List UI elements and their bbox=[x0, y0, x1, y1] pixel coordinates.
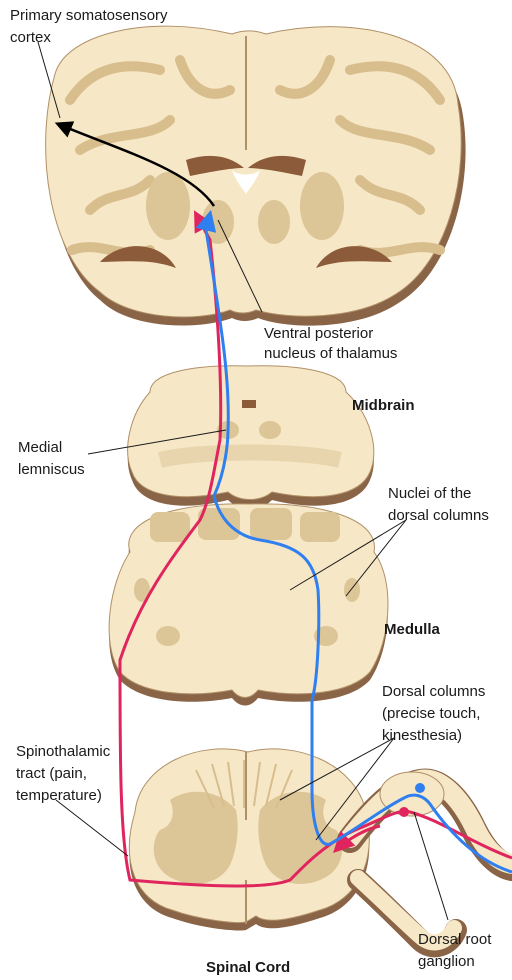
ganglion-label-line2: ganglion bbox=[418, 953, 475, 970]
spinal-cord-label: Spinal Cord bbox=[206, 959, 290, 976]
spinal-cord-section bbox=[129, 749, 369, 931]
spinothalamic-label-line1: Spinothalamic bbox=[16, 743, 111, 760]
nuclei-label-line1: Nuclei of the bbox=[388, 485, 471, 502]
dorsal-columns-label-line2: (precise touch, bbox=[382, 705, 480, 722]
midbrain-label: Midbrain bbox=[352, 397, 415, 414]
dorsal-columns-label-line1: Dorsal columns bbox=[382, 683, 485, 700]
thalamus-label-line1: Ventral posterior bbox=[264, 325, 373, 342]
medulla-label: Medulla bbox=[384, 621, 440, 638]
cortex-label-line2: cortex bbox=[10, 29, 51, 46]
brain-coronal-section bbox=[46, 26, 466, 325]
midbrain-section bbox=[128, 366, 374, 509]
spinothalamic-label-line2: tract (pain, bbox=[16, 765, 87, 782]
dorsal-root-ganglion bbox=[350, 772, 512, 946]
nuclei-label-line2: dorsal columns bbox=[388, 507, 489, 524]
medulla-section bbox=[109, 504, 388, 706]
ganglion-label-line1: Dorsal root bbox=[418, 931, 492, 948]
dorsal-columns-label-line3: kinesthesia) bbox=[382, 727, 462, 744]
lemniscus-label-line2: lemniscus bbox=[18, 461, 85, 478]
lemniscus-label-line1: Medial bbox=[18, 439, 62, 456]
cortex-label-line1: Primary somatosensory bbox=[10, 7, 168, 24]
spinothalamic-label-line3: temperature) bbox=[16, 787, 102, 804]
thalamus-label-line2: nucleus of thalamus bbox=[264, 345, 397, 362]
